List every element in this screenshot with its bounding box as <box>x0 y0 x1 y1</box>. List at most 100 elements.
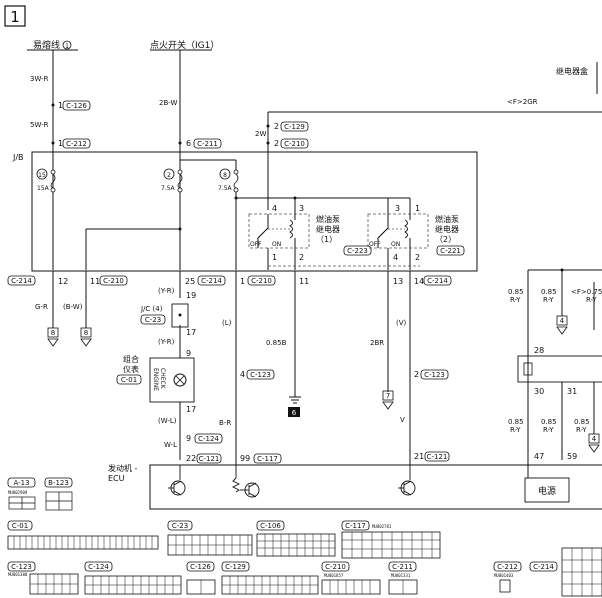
code-mu802781: MU802781 <box>372 524 392 529</box>
connector-c123-legend-box <box>7 561 36 572</box>
relay-1-pin-2: 2 <box>299 253 304 262</box>
fuel-pump-relay-1: OFF ON <box>248 213 310 249</box>
connector-c211-box <box>193 138 222 149</box>
connector-c123-pins <box>30 574 78 594</box>
pin-28: 28 <box>534 346 544 355</box>
pin-c210-2: 2 <box>274 139 279 148</box>
combination-meter-box <box>149 357 195 403</box>
connector-c221-box <box>436 245 465 256</box>
connector-c129-box <box>280 121 309 132</box>
wire-y-r-1: (Y-R) <box>158 287 175 295</box>
fuel-pump-relay-2: OFF ON <box>367 212 429 249</box>
connector-c106-legend: C-106 <box>260 522 281 530</box>
relay-1-on: ON <box>272 241 281 248</box>
ignition-switch-label: 点火开关（IG1） <box>150 39 219 51</box>
connector-c124-legend-box <box>84 561 113 572</box>
connector-c121-box <box>196 453 222 464</box>
connector-c117-face <box>341 531 441 559</box>
ground-4b-box <box>588 433 600 444</box>
connector-c117-legend-box <box>341 520 370 531</box>
lower-wiring <box>52 271 411 465</box>
connector-c214-left: C-214 <box>11 277 32 285</box>
fuse-8-rating: 7.5A <box>218 185 233 192</box>
fusible-link-label: 易熔线 <box>33 39 60 51</box>
wire-2w: 2W <box>255 130 266 138</box>
connector-c212: C-212 <box>66 140 87 148</box>
connector-c211-legend-box <box>388 561 417 572</box>
ground-8a-no: 8 <box>51 329 55 337</box>
connector-c210-face <box>321 579 381 595</box>
pin-22: 22 <box>186 454 196 463</box>
connector-c214-legend: C-214 <box>533 563 554 571</box>
ecu-power-box <box>524 477 570 503</box>
junction-block <box>31 151 478 272</box>
pin-99: 99 <box>240 454 250 463</box>
jb-label: J/B <box>12 153 24 162</box>
connector-c210-pins <box>329 580 371 594</box>
splice-dot <box>51 103 55 107</box>
relay-2-pin-3: 3 <box>395 204 400 213</box>
connector-c106-pins <box>257 534 335 556</box>
fusible-link-no: 1 <box>65 43 69 50</box>
connector-c214-pins <box>562 548 602 596</box>
wire-l: (L) <box>222 319 232 327</box>
relay-2-pin-2: 2 <box>415 253 420 262</box>
connector-c117: C-117 <box>257 455 278 463</box>
splice-dot <box>560 268 564 272</box>
connector-c221: C-221 <box>440 247 461 255</box>
code-mu801857: MU801857 <box>324 573 344 578</box>
right-junction-box <box>517 355 602 383</box>
ground-4b-arrow-icon <box>588 444 600 453</box>
connector-c211-legend: C-211 <box>392 563 413 571</box>
connector-c117-legend: C-117 <box>345 522 366 530</box>
connector-c123-legend: C-123 <box>11 563 32 571</box>
code-mu801403: MU801403 <box>494 573 514 578</box>
relay-1-pin-3: 3 <box>299 204 304 213</box>
connector-c210-legend: C-210 <box>325 563 346 571</box>
connector-b123-box <box>44 477 73 488</box>
connector-c124-pins <box>85 576 181 594</box>
connector-c01: C-01 <box>121 376 137 384</box>
fuse-8-no: 8 <box>223 172 227 179</box>
check-engine-text: CHECK ENGINE <box>152 368 166 391</box>
pin-c129: 2 <box>274 122 279 131</box>
wire-085b: 0.85B <box>266 339 287 347</box>
connector-c210-c: C-210 <box>251 277 272 285</box>
ground-7-box <box>382 390 394 401</box>
fusible-link-branch <box>27 49 78 270</box>
ecu-transistor-1 <box>168 465 186 496</box>
fuse-15: 15 15A <box>36 168 56 193</box>
relay-feed-wire <box>267 111 602 210</box>
relay-1-pin-4: 4 <box>272 204 277 213</box>
pin-9b: 9 <box>186 434 191 443</box>
pin-17b: 17 <box>186 405 196 414</box>
connector-c214-left-box <box>7 275 36 286</box>
connector-a13-box <box>7 477 36 488</box>
wire-b-r: B-R <box>219 419 231 427</box>
ground-6-no: 6 <box>292 409 297 417</box>
connector-c126-box <box>62 100 91 111</box>
ground-8b-no: 8 <box>84 329 88 337</box>
pin-2c: 2 <box>414 370 419 379</box>
connector-b123-face <box>45 491 73 511</box>
pin-14: 14 <box>414 277 424 286</box>
connector-c121-b-box <box>424 451 450 462</box>
connector-c223: C-223 <box>347 247 368 255</box>
ground-8b <box>80 327 92 347</box>
pin-25: 25 <box>185 277 195 286</box>
connector-c106-legend-box <box>256 520 285 531</box>
ground-6-box <box>288 407 300 417</box>
connector-c210-legend-box <box>321 561 350 572</box>
relay-box-label: 继电器盒 <box>556 66 588 76</box>
connector-c01-legend: C-01 <box>12 522 28 530</box>
connector-c129-legend-box <box>221 561 250 572</box>
pin-47: 47 <box>534 452 544 461</box>
wire-r-y-e: 0.85 R-Y <box>574 418 592 434</box>
connector-c210-c-box <box>247 275 276 286</box>
connector-c212-face <box>499 579 511 593</box>
connector-a13: A-13 <box>13 479 29 487</box>
connector-c124-box <box>194 433 223 444</box>
fusible-link-no-circle <box>62 40 72 50</box>
connector-c214-right: C-214 <box>427 277 448 285</box>
